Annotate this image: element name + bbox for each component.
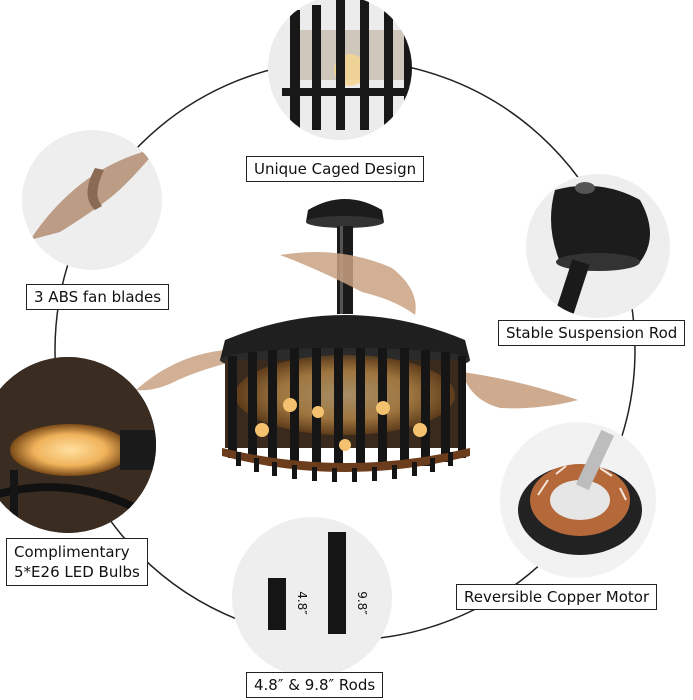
callout-fan-blades-text: 3 ABS fan blades [34, 288, 162, 306]
ceiling-fan-image [136, 199, 578, 482]
short-rod-size: 4.8″ [294, 591, 309, 615]
long-rod-size: 9.8″ [354, 591, 369, 615]
suspension-rod-detail-photo [526, 174, 670, 318]
callout-copper-motor: Reversible Copper Motor [456, 584, 658, 610]
rods-detail-photo [232, 517, 392, 677]
copper-motor-detail-photo [500, 422, 656, 578]
callout-rod-lengths-text: 4.8″ & 9.8″ Rods [254, 676, 376, 694]
callout-caged-design: Unique Caged Design [246, 156, 425, 182]
callout-led-bulbs-line1: Complimentary [14, 543, 130, 561]
callout-fan-blades: 3 ABS fan blades [26, 284, 170, 310]
callout-rod-lengths: 4.8″ & 9.8″ Rods [246, 672, 384, 698]
callout-led-bulbs: Complimentary 5*E26 LED Bulbs [6, 538, 148, 586]
cage-detail-photo [268, 0, 412, 140]
callout-caged-design-text: Unique Caged Design [254, 160, 417, 178]
callout-led-bulbs-line2: 5*E26 LED Bulbs [14, 563, 140, 581]
callout-copper-motor-text: Reversible Copper Motor [464, 588, 650, 606]
callout-suspension-rod-text: Stable Suspension Rod [506, 324, 678, 342]
blade-detail-photo [22, 130, 162, 270]
callout-suspension-rod: Stable Suspension Rod [498, 320, 686, 346]
led-bulb-detail-photo [0, 357, 156, 533]
